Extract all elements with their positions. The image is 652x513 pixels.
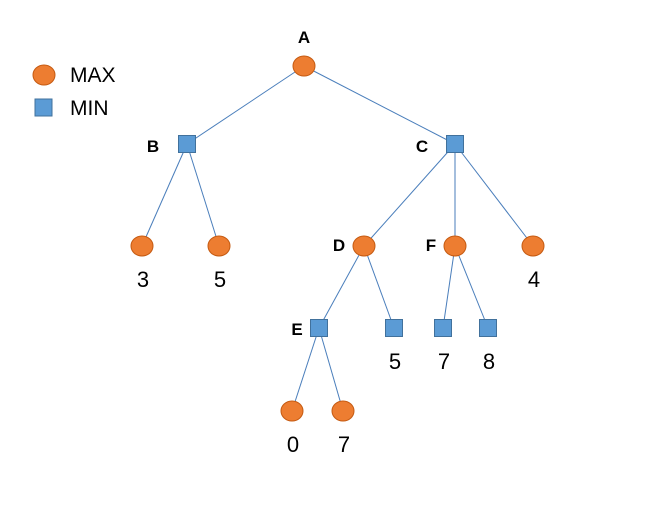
max-node <box>292 55 316 77</box>
tree-edge <box>363 245 395 329</box>
node-label: C <box>416 137 428 156</box>
legend: MAX MIN <box>32 64 116 120</box>
max-node <box>280 400 304 422</box>
tree-edge <box>303 65 456 145</box>
tree-nodes <box>130 55 545 422</box>
node-label: A <box>298 28 310 47</box>
tree-edge <box>291 327 320 412</box>
leaf-value: 0 <box>287 432 299 457</box>
tree-edge <box>186 143 220 247</box>
leaf-value: 7 <box>438 349 450 374</box>
tree-edge <box>442 245 456 329</box>
max-node <box>130 235 154 257</box>
leaf-value: 5 <box>389 349 401 374</box>
tree-edge <box>318 327 344 412</box>
legend-min-label: MIN <box>70 97 109 120</box>
max-node <box>443 235 467 257</box>
tree-edge <box>318 245 365 329</box>
min-node <box>446 135 464 153</box>
min-node <box>178 135 196 153</box>
legend-max-label: MAX <box>70 64 116 87</box>
node-label: B <box>147 137 159 156</box>
max-node <box>207 235 231 257</box>
tree-edge <box>186 65 305 145</box>
min-node <box>385 319 403 337</box>
leaf-value: 5 <box>214 267 226 292</box>
min-node <box>310 319 328 337</box>
legend-min-icon <box>34 98 53 117</box>
min-node <box>479 319 497 337</box>
node-label: D <box>333 236 345 255</box>
max-node <box>352 235 376 257</box>
leaf-value: 4 <box>528 267 540 292</box>
leaf-value: 8 <box>483 349 495 374</box>
tree-edge <box>141 143 188 247</box>
min-node <box>434 319 452 337</box>
tree-edges <box>141 65 534 412</box>
max-node <box>331 400 355 422</box>
node-label: E <box>291 320 302 339</box>
leaf-value: 3 <box>137 267 149 292</box>
node-label: F <box>426 236 436 255</box>
tree-edge <box>454 143 534 247</box>
tree-edge <box>363 143 456 247</box>
tree-labels: A B C 3 5 D F 4E 5 7 8 0 7 <box>137 28 540 457</box>
max-node <box>521 235 545 257</box>
legend-max-icon <box>32 64 56 86</box>
leaf-value: 7 <box>338 432 350 457</box>
tree-edge <box>454 245 489 329</box>
